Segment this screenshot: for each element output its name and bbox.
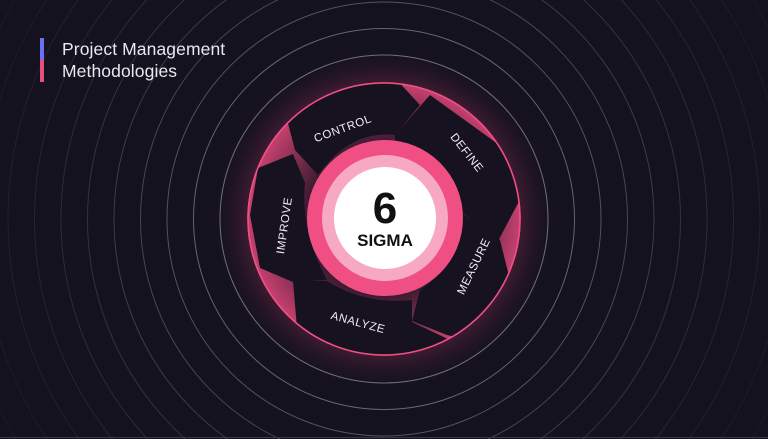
accent-pink	[40, 60, 44, 82]
title-accent-bar	[40, 38, 44, 82]
accent-blue	[40, 38, 44, 60]
arrow-define	[395, 95, 520, 243]
title-line-2: Methodologies	[62, 61, 178, 81]
center-number: 6	[373, 184, 397, 233]
center-disc	[334, 167, 436, 269]
title-text: Project Management Methodologies	[62, 38, 225, 82]
page-title: Project Management Methodologies	[40, 38, 225, 82]
arrow-improve	[250, 154, 327, 282]
title-line-1: Project Management	[62, 39, 226, 59]
arrow-control	[285, 83, 420, 175]
bottom-divider	[0, 437, 768, 438]
center-label: SIGMA	[357, 231, 413, 250]
